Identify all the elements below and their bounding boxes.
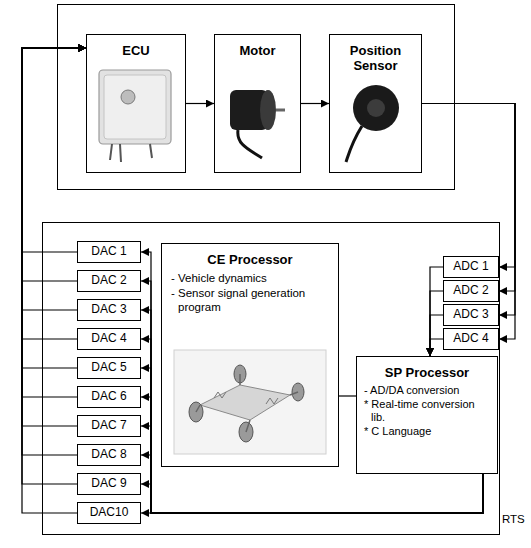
adc-box: ADC 3: [443, 304, 499, 326]
signal-line: [430, 339, 443, 356]
channel-label: DAC10: [78, 503, 140, 522]
signal-line: [141, 397, 483, 513]
motor-photo: [230, 90, 285, 158]
signal-line: [22, 48, 86, 339]
signal-line: [422, 104, 515, 292]
sensor-body: [353, 85, 399, 131]
box-title: CE Processor: [162, 244, 338, 271]
dac-box: DAC10: [77, 502, 141, 524]
system-label: RTS: [502, 512, 525, 526]
signal-line: [430, 267, 443, 356]
dac-box: DAC 7: [77, 415, 141, 437]
channel-label: DAC 5: [78, 358, 140, 377]
motor-cable: [238, 130, 262, 158]
bullet-text: - AD/DA conversion: [357, 384, 497, 398]
signal-line: [430, 315, 443, 356]
box-title: Position Sensor: [330, 35, 421, 77]
bullet-text: * Real-time conversion lib.: [357, 398, 497, 425]
bullet-text: * C Language: [357, 425, 497, 439]
dac-box: DAC 4: [77, 328, 141, 350]
dac-box: DAC 3: [77, 299, 141, 321]
dac-box: DAC 9: [77, 473, 141, 495]
motor-shaft: [276, 109, 285, 112]
signal-line: [186, 103, 214, 104]
bullet-text: - Sensor signal generation program: [162, 286, 338, 315]
bullet-text: - Vehicle dynamics: [162, 271, 338, 286]
channel-label: DAC 4: [78, 329, 140, 348]
processor-box: CE Processor- Vehicle dynamics- Sensor s…: [161, 243, 339, 467]
sensor-photo: [346, 85, 399, 162]
sensor-box: Position Sensor: [329, 34, 422, 173]
ecu-housing: [99, 70, 171, 144]
sensor-cable: [346, 126, 362, 162]
signal-line: [141, 474, 483, 513]
vehicle-model-picture: [174, 350, 326, 454]
ecu-cables: [110, 144, 152, 162]
hardware-frame: ECU Motor Position Sensor: [57, 4, 455, 190]
channel-label: DAC 8: [78, 445, 140, 464]
dac-box: DAC 5: [77, 357, 141, 379]
ecu-photo: [99, 70, 171, 162]
sensor-hub: [367, 99, 385, 117]
adc-box: ADC 4: [443, 328, 499, 350]
box-title: ECU: [87, 35, 185, 62]
springs: [214, 392, 278, 404]
motor-face: [260, 90, 276, 130]
channel-label: DAC 2: [78, 271, 140, 290]
signal-line: [339, 395, 356, 396]
vehicle-body: [200, 385, 290, 420]
suspension-links: [196, 374, 298, 432]
signal-line: [141, 455, 483, 513]
motor-box: Motor: [214, 34, 301, 173]
adc-box: ADC 1: [443, 256, 499, 278]
channel-label: DAC 1: [78, 242, 140, 261]
signal-line: [141, 281, 483, 513]
signal-line: [301, 103, 329, 104]
channel-label: DAC 6: [78, 387, 140, 406]
channel-label: ADC 4: [444, 329, 498, 348]
rts-frame: DAC 1 DAC 2 DAC 3 DAC 4 DAC 5 DAC 6 DAC 7 DAC 8…: [42, 222, 500, 535]
channel-label: ADC 2: [444, 281, 498, 300]
signal-line: [422, 104, 515, 268]
signal-line: [141, 310, 483, 513]
channel-label: ADC 1: [444, 257, 498, 276]
ecu-box: ECU: [86, 34, 186, 173]
channel-label: DAC 7: [78, 416, 140, 435]
ecu-lid: [104, 75, 166, 139]
picture-ground: [174, 350, 326, 454]
dac-box: DAC 2: [77, 270, 141, 292]
signal-line: [430, 291, 443, 356]
signal-line: [141, 474, 483, 513]
ecu-logo: [121, 90, 135, 104]
channel-label: ADC 3: [444, 305, 498, 324]
box-title: SP Processor: [357, 357, 497, 384]
box-title: Motor: [215, 35, 300, 62]
dac-box: DAC 6: [77, 386, 141, 408]
signal-line: [422, 104, 515, 316]
signal-line: [141, 426, 483, 513]
adc-box: ADC 2: [443, 280, 499, 302]
channel-label: DAC 3: [78, 300, 140, 319]
dac-box: DAC 1: [77, 241, 141, 263]
processor-box: SP Processor- AD/DA conversion* Real-tim…: [356, 356, 498, 474]
dac-box: DAC 8: [77, 444, 141, 466]
channel-label: DAC 9: [78, 474, 140, 493]
